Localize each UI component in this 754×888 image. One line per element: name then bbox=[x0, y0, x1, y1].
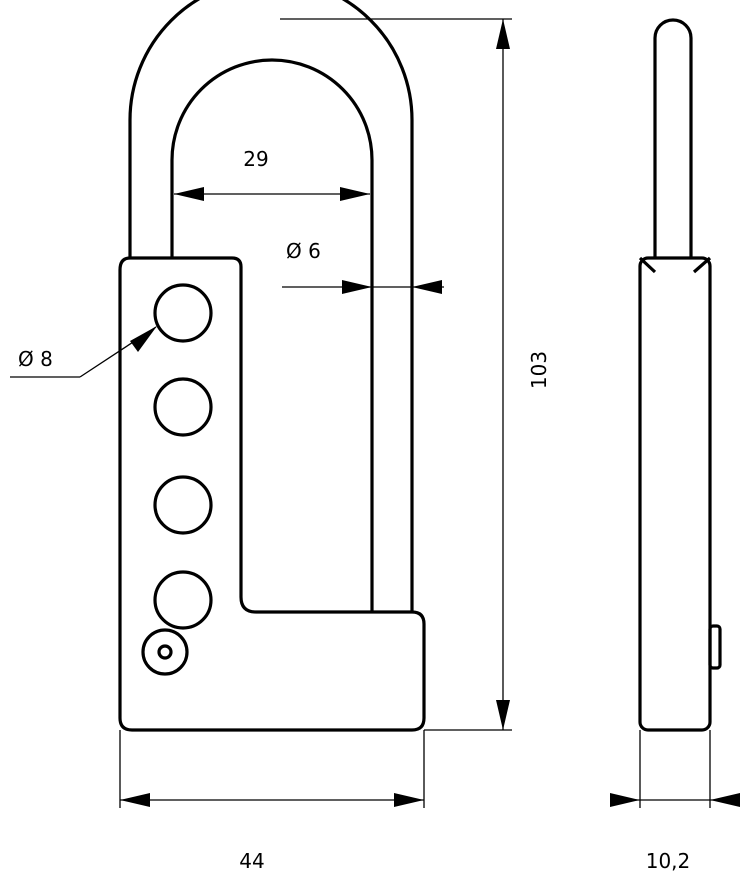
lock-hole-2 bbox=[153, 377, 213, 437]
inner-width-label: 29 bbox=[243, 147, 268, 171]
hasp-body-front-view bbox=[118, 256, 426, 732]
lock-hole-3 bbox=[153, 475, 213, 535]
rivet bbox=[141, 628, 189, 676]
side-latch bbox=[708, 624, 722, 670]
shackle-side-view bbox=[653, 18, 693, 258]
lock-holes bbox=[153, 283, 213, 630]
dimension-thickness: 10,2 bbox=[610, 730, 740, 873]
shackle-diameter-label: Ø 6 bbox=[286, 239, 321, 263]
hole-diameter-label: Ø 8 bbox=[18, 347, 53, 371]
shackle-front-view bbox=[128, 0, 414, 612]
dimension-inner-width: 29 bbox=[174, 147, 370, 201]
dimension-hole-diameter: Ø 8 bbox=[10, 326, 157, 378]
total-width-label: 44 bbox=[239, 849, 264, 873]
dimension-total-width: 44 bbox=[119, 730, 425, 873]
thickness-label: 10,2 bbox=[646, 849, 691, 873]
hasp-body-side-view bbox=[638, 256, 712, 732]
dimension-total-height: 103 bbox=[280, 18, 551, 731]
lock-hole-1 bbox=[153, 283, 213, 343]
side-view bbox=[638, 18, 722, 732]
dimension-shackle-diameter: Ø 6 bbox=[282, 239, 444, 294]
total-height-label: 103 bbox=[527, 351, 551, 389]
lock-hole-4 bbox=[153, 570, 213, 630]
